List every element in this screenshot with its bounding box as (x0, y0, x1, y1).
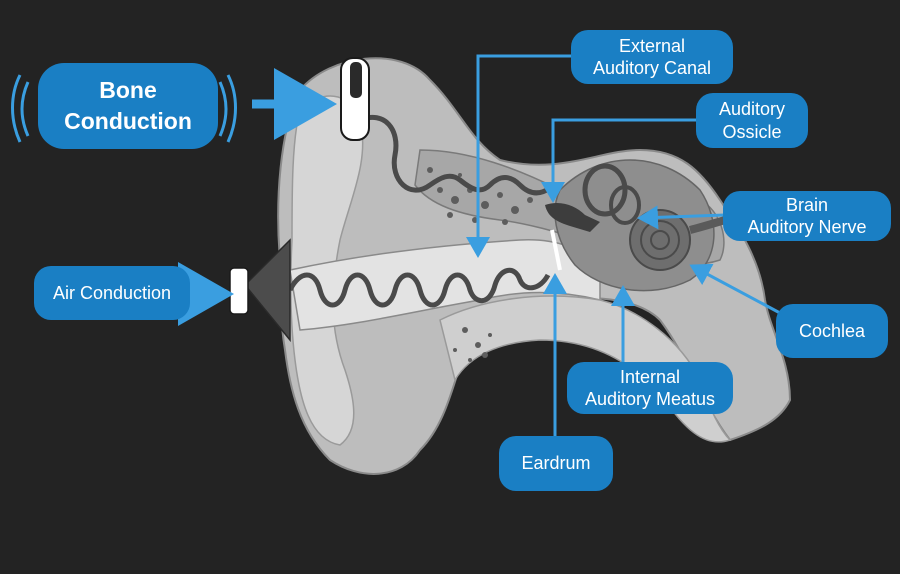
label-line: Eardrum (521, 453, 591, 474)
label-line: Auditory Canal (592, 58, 712, 78)
lower-bone (439, 295, 732, 443)
label-line: Bone (99, 76, 157, 103)
label-line: Cochlea (798, 320, 866, 341)
label-line: Auditory Meatus (584, 389, 716, 409)
label-line: Auditory Nerve (747, 217, 867, 237)
label-line: Auditory (718, 99, 786, 119)
ossicles (545, 203, 600, 232)
external-canal-arrow (466, 54, 574, 258)
pointer-arrows (178, 54, 781, 436)
signal-left-icon (11, 74, 22, 143)
bone-vibration-wave (359, 115, 552, 196)
cochlea-arrow (689, 263, 781, 315)
label-line: Conduction (64, 108, 192, 134)
label-line: Brain (785, 194, 829, 215)
air-vibration-wave (287, 268, 551, 308)
label-line: Internal (619, 366, 681, 387)
semicircular-canals (582, 163, 628, 217)
label-line: Ossicle (722, 121, 782, 142)
label-line: External (618, 35, 686, 56)
air-speaker-icon (243, 238, 291, 343)
ossicle-arrow (541, 118, 698, 203)
signal-right-icon (226, 74, 237, 143)
brain-nerve-arrow (637, 205, 726, 230)
cochlea-shape (629, 209, 691, 271)
eardrum-shape (550, 229, 562, 271)
air-conduction-label: Air Conduction (34, 266, 190, 320)
label-line: Air Conduction (52, 282, 172, 303)
cochlea-label: Cochlea (776, 304, 888, 358)
eardrum-label: Eardrum (499, 436, 613, 491)
